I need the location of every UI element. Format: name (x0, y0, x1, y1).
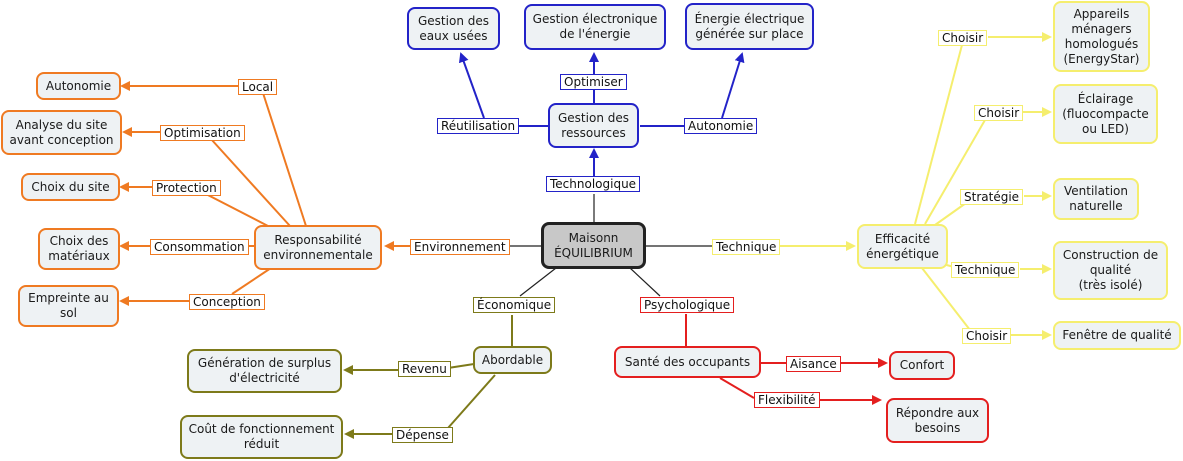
node-construction[interactable]: Construction de qualité (très isolé) (1053, 241, 1168, 300)
node-surplus[interactable]: Génération de surplus d'électricité (187, 349, 342, 393)
label-revenu: Revenu (398, 361, 451, 377)
label-depense: Dépense (392, 427, 453, 443)
label-choisir-3: Choisir (962, 328, 1012, 344)
edge-depense (447, 374, 496, 429)
label-environnement: Environnement (410, 239, 510, 255)
node-appareils[interactable]: Appareils ménagers homologués (EnergySta… (1053, 1, 1150, 72)
node-abordable[interactable]: Abordable (473, 346, 552, 374)
node-responsabilite[interactable]: Responsabilité environnementale (254, 225, 382, 270)
label-optimisation: Optimisation (160, 125, 245, 141)
label-flexibilite: Flexibilité (754, 392, 820, 408)
label-local: Local (238, 79, 278, 95)
edge-choisir1 (914, 44, 963, 225)
node-choix-site[interactable]: Choix du site (21, 173, 120, 201)
label-conception: Conception (189, 294, 265, 310)
edge-revenu (447, 363, 475, 369)
node-ventilation[interactable]: Ventilation naturelle (1053, 178, 1139, 220)
label-technique: Technique (712, 239, 781, 255)
node-autonomie-env[interactable]: Autonomie (36, 72, 121, 100)
label-protection: Protection (152, 180, 221, 196)
label-strategie: Stratégie (960, 189, 1024, 205)
center-node[interactable]: Maisonn ÉQUILIBRIUM (541, 222, 646, 269)
node-eclairage[interactable]: Éclairage (fluocompacte ou LED) (1053, 84, 1158, 144)
label-technique-sub: Technique (951, 262, 1020, 278)
edge-optimisation (210, 138, 291, 227)
label-consommation: Consommation (150, 239, 249, 255)
edge-choisir3 (921, 267, 971, 331)
label-reutilisation: Réutilisation (437, 118, 520, 134)
edge-conception (231, 265, 275, 295)
label-optimiser: Optimiser (560, 74, 627, 90)
node-fenetre[interactable]: Fenêtre de qualité (1053, 321, 1181, 350)
node-choix-materiaux[interactable]: Choix des matériaux (38, 228, 120, 270)
node-efficacite[interactable]: Efficacité énergétique (857, 224, 948, 269)
node-confort[interactable]: Confort (889, 351, 955, 380)
edge-protection (203, 192, 269, 227)
edge-center-economique (519, 267, 557, 297)
label-choisir-1: Choisir (938, 30, 988, 46)
node-eaux-usees[interactable]: Gestion des eaux usées (407, 7, 500, 50)
edge-flexibilite (719, 377, 755, 399)
edge-local (262, 92, 307, 227)
label-aisance: Aisance (786, 356, 841, 372)
label-psychologique: Psychologique (640, 297, 735, 313)
edge-reutilisation-eaux (459, 52, 485, 119)
node-besoins[interactable]: Répondre aux besoins (886, 398, 989, 443)
edge-autonomie-energie (721, 52, 745, 119)
node-analyse-site[interactable]: Analyse du site avant conception (1, 110, 122, 155)
node-cout[interactable]: Coût de fonctionnement réduit (180, 415, 343, 459)
node-empreinte-sol[interactable]: Empreinte au sol (18, 285, 119, 327)
node-sante-occupants[interactable]: Santé des occupants (614, 346, 761, 378)
node-energie-sur-place[interactable]: Énergie électrique générée sur place (685, 3, 814, 50)
edge-center-psychologique (629, 267, 661, 297)
edge-choisir2 (924, 119, 986, 225)
label-autonomie-tech: Autonomie (684, 118, 758, 134)
label-choisir-2: Choisir (974, 105, 1024, 121)
label-economique: Économique (473, 297, 556, 313)
edge-strategie (934, 202, 967, 226)
node-gestion-electronique[interactable]: Gestion électronique de l'énergie (524, 4, 666, 50)
label-technologique: Technologique (546, 176, 641, 192)
node-gestion-ressources[interactable]: Gestion des ressources (548, 103, 639, 148)
